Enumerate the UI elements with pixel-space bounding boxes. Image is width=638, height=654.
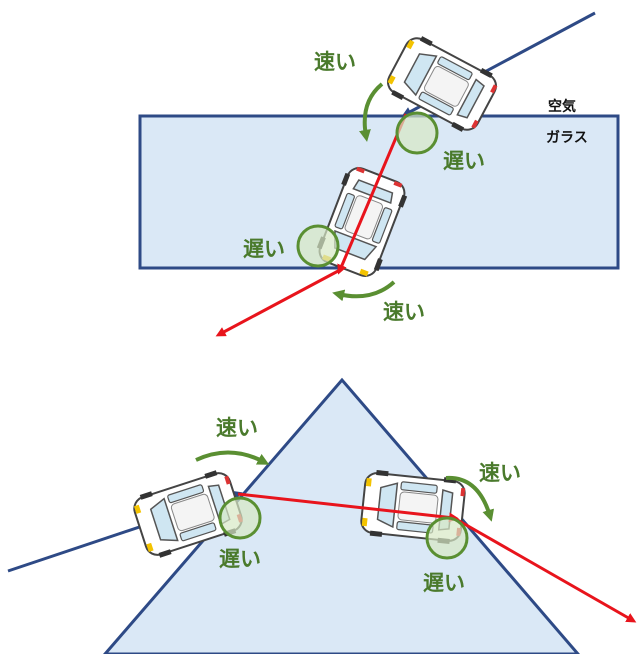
fast-label-prism-right: 速い [479,461,521,485]
refracted-ray-inside [337,113,408,275]
slow-wheel-circle-top [395,111,439,155]
slow-label-top-2: 遅い [243,237,285,261]
glass-label: ガラス [546,130,588,146]
air-label: 空気 [548,99,576,115]
slow-wheel-circle-bottom [296,224,340,268]
fast-label-prism-left: 速い [216,416,258,440]
prism-exit-ray [453,516,637,623]
exiting-ray [215,268,341,337]
slow-label-prism-left: 遅い [219,547,261,571]
rotation-arrow-bottom [332,280,396,302]
fast-label-top-1: 速い [314,50,356,74]
slow-label-top-1: 遅い [443,149,485,173]
slow-label-prism-right: 遅い [423,571,465,595]
rotation-arrow-top [359,82,384,142]
fast-label-top-2: 速い [383,300,425,324]
prism-slow-wheel-right [425,516,469,560]
prism-inside-ray [237,492,459,523]
prism-slow-wheel-left [218,496,262,540]
prism-rotation-arrow-right [445,475,495,522]
prism-rotation-arrow-left [195,450,270,465]
